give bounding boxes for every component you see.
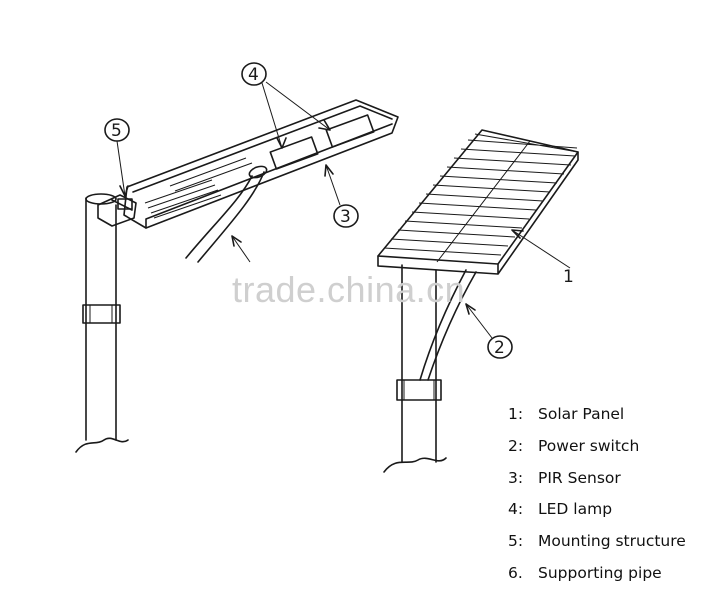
legend-item: 2: Power switch <box>508 434 686 466</box>
legend-item: 1: Solar Panel <box>508 402 686 434</box>
solar-panel <box>377 129 579 275</box>
callout-5: 5 <box>104 118 130 197</box>
svg-text:2: 2 <box>494 338 505 358</box>
legend-label: Mounting structure <box>538 532 686 551</box>
svg-text:1: 1 <box>563 267 574 287</box>
led-module-2 <box>325 114 375 148</box>
right-supporting-pipe <box>383 264 477 473</box>
legend-number: 3: <box>508 468 524 487</box>
legend-item: 5: Mounting structure <box>508 529 686 561</box>
callout-1: 1 <box>511 229 574 287</box>
legend-item: 6. Supporting pipe <box>508 561 686 593</box>
watermark: trade.china.cn <box>232 269 465 310</box>
legend-label: Power switch <box>538 436 640 455</box>
legend-number: 1: <box>508 405 524 423</box>
lamp-cable <box>185 175 253 259</box>
legend-label: Supporting pipe <box>538 563 662 582</box>
legend-number: 4: <box>508 500 524 519</box>
led-module-1 <box>269 136 319 170</box>
lamp-head <box>123 99 399 229</box>
svg-text:5: 5 <box>111 121 122 141</box>
svg-text:4: 4 <box>248 65 259 85</box>
legend-label: LED lamp <box>538 500 613 519</box>
legend-label: PIR Sensor <box>538 468 621 487</box>
legend-item: 3: PIR Sensor <box>508 466 686 498</box>
legend-number: 6. <box>508 563 523 582</box>
svg-text:3: 3 <box>340 207 351 227</box>
legend-number: 5: <box>508 532 524 551</box>
callout-2: 2 <box>465 303 513 359</box>
legend-item: 4: LED lamp <box>508 497 686 529</box>
left-supporting-pipe <box>75 193 129 453</box>
solar-cells <box>383 133 579 256</box>
pir-sensor <box>248 165 268 179</box>
legend-number: 2: <box>508 436 524 455</box>
lamp-cable-pointer <box>231 235 251 263</box>
callout-4: 4 <box>241 62 331 149</box>
legend-label: Solar Panel <box>538 405 625 423</box>
callout-3: 3 <box>324 164 359 228</box>
lamp-vents <box>144 157 253 219</box>
mounting-structure <box>97 194 137 227</box>
legend: 1: Solar Panel 2: Power switch 3: PIR Sensor 4… <box>508 402 686 593</box>
